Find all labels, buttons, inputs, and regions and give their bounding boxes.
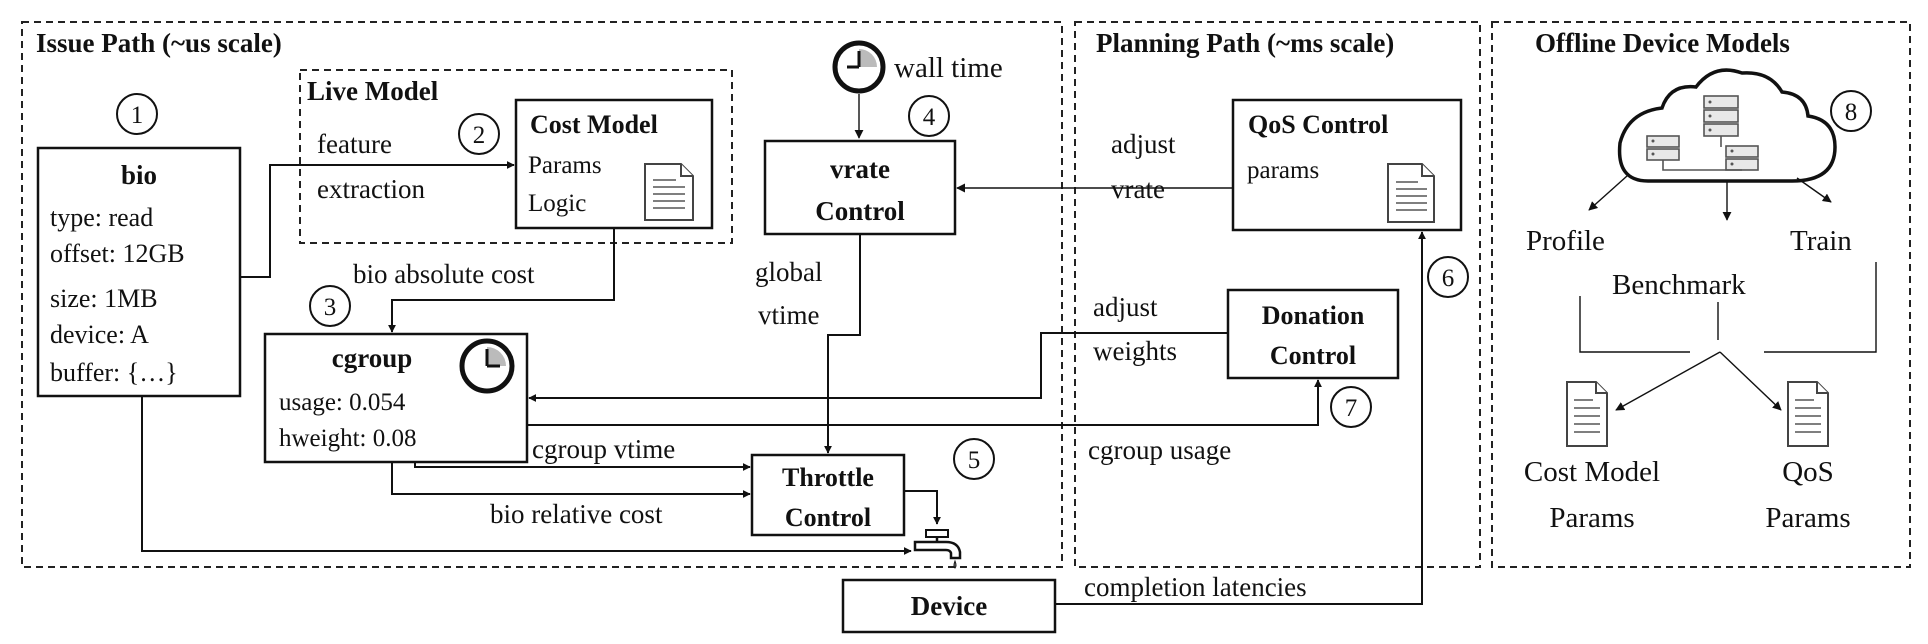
merge-to-qos-params-arrow xyxy=(1719,351,1782,411)
svg-text:3: 3 xyxy=(324,294,337,321)
adjust-weights-label-2: weights xyxy=(1093,336,1177,366)
bio-relative-cost-label: bio relative cost xyxy=(490,499,663,529)
step-6-marker: 6 xyxy=(1427,256,1469,298)
merge-to-cost-params-arrow xyxy=(1615,351,1721,411)
qos-params-label-2: Params xyxy=(1765,502,1850,534)
merge-lines xyxy=(1579,262,1877,353)
clock-icon xyxy=(832,40,886,94)
profile-label: Profile xyxy=(1526,225,1605,257)
donation-control-line1: Donation xyxy=(1262,301,1365,330)
step-5-marker: 5 xyxy=(953,438,995,480)
device-box: Device xyxy=(841,578,1057,634)
cgroup-usage: usage: 0.054 xyxy=(279,389,406,416)
cloud-to-profile-arrow xyxy=(1588,175,1628,211)
svg-text:1: 1 xyxy=(131,102,144,129)
adjust-weights-label-1: adjust xyxy=(1093,292,1158,322)
step-4-marker: 4 xyxy=(908,95,950,137)
cgroup-hweight: hweight: 0.08 xyxy=(279,425,417,452)
svg-text:4: 4 xyxy=(923,104,936,131)
vrate-control-line1: vrate xyxy=(830,154,890,184)
qos-control-title: QoS Control xyxy=(1248,110,1388,139)
bio-field-size: size: 1MB xyxy=(50,284,158,313)
cloud-server-icon xyxy=(1617,68,1837,183)
completion-latencies-label: completion latencies xyxy=(1084,572,1307,602)
qos-params-label-1: QoS xyxy=(1782,456,1834,488)
bio-to-cost-model-arrow xyxy=(240,161,515,278)
issue-path-frame xyxy=(21,21,1063,568)
document-icon xyxy=(644,163,694,221)
bio-field-offset: offset: 12GB xyxy=(50,239,185,268)
issue-path-title: Issue Path (~us scale) xyxy=(36,28,282,58)
cgroup-vtime-label: cgroup vtime xyxy=(532,434,675,464)
planning-path-title: Planning Path (~ms scale) xyxy=(1096,28,1394,58)
cgroup-title: cgroup xyxy=(332,343,413,373)
live-model-frame xyxy=(299,69,733,244)
device-label: Device xyxy=(911,591,987,621)
wall-time-label: wall time xyxy=(894,52,1003,84)
svg-text:5: 5 xyxy=(968,447,981,474)
adjust-vrate-label-1: adjust xyxy=(1111,129,1176,159)
cost-model-params-label-2: Params xyxy=(1549,502,1634,534)
step-2-marker: 2 xyxy=(458,113,500,155)
cost-model-params: Params xyxy=(528,152,602,179)
benchmark-label: Benchmark xyxy=(1612,269,1746,301)
bio-field-buffer: buffer: {…} xyxy=(50,358,178,387)
cost-model-logic: Logic xyxy=(528,190,586,217)
svg-text:8: 8 xyxy=(1845,99,1858,126)
donation-to-cgroup-arrow xyxy=(528,332,1228,402)
throttle-to-faucet-arrow xyxy=(904,490,941,525)
document-icon xyxy=(1787,381,1829,447)
cloud-to-train-arrow xyxy=(1796,177,1832,203)
throttle-control-line1: Throttle xyxy=(782,463,874,492)
global-vtime-label-1: global xyxy=(755,257,823,287)
vrate-control-box: vrate Control xyxy=(763,139,957,236)
offline-models-frame xyxy=(1491,21,1911,568)
step-3-marker: 3 xyxy=(309,285,351,327)
bio-box: bio type: read offset: 12GB size: 1MB de… xyxy=(36,146,242,398)
document-icon xyxy=(1387,163,1435,223)
cgroup-usage-label: cgroup usage xyxy=(1088,435,1231,465)
planning-path-frame xyxy=(1074,21,1481,568)
svg-text:7: 7 xyxy=(1345,395,1358,422)
step-7-marker: 7 xyxy=(1330,386,1372,428)
step-1-marker: 1 xyxy=(116,93,158,135)
bio-title: bio xyxy=(121,160,157,190)
cost-model-params-label-1: Cost Model xyxy=(1524,456,1660,488)
train-label: Train xyxy=(1790,225,1852,257)
cgroup-vtime-arrow xyxy=(414,462,751,471)
device-to-qos-arrow xyxy=(1055,231,1426,605)
step-8-marker: 8 xyxy=(1830,90,1872,132)
throttle-control-line2: Control xyxy=(785,503,871,532)
live-model-title: Live Model xyxy=(307,76,439,106)
faucet-icon xyxy=(913,529,962,569)
offline-models-title: Offline Device Models xyxy=(1535,28,1790,58)
qos-control-params: params xyxy=(1247,157,1319,184)
cost-model-title: Cost Model xyxy=(530,110,658,139)
bio-field-type: type: read xyxy=(50,203,153,232)
throttle-control-box: Throttle Control xyxy=(750,453,906,537)
cost-model-to-cgroup-arrow xyxy=(388,228,615,333)
svg-text:2: 2 xyxy=(473,122,486,149)
bio-absolute-cost-label: bio absolute cost xyxy=(353,259,535,289)
cgroup-to-donation-arrow xyxy=(527,379,1322,426)
vrate-control-line2: Control xyxy=(815,196,905,226)
bio-to-faucet-arrow xyxy=(141,396,912,555)
feature-extraction-label-2: extraction xyxy=(317,174,425,204)
adjust-vrate-label-2: vrate xyxy=(1111,174,1165,204)
bio-field-device: device: A xyxy=(50,320,149,349)
document-icon xyxy=(1566,381,1608,447)
global-vtime-label-2: vtime xyxy=(758,300,820,330)
donation-control-line2: Control xyxy=(1270,341,1356,370)
donation-control-box: Donation Control xyxy=(1226,288,1400,380)
svg-text:6: 6 xyxy=(1442,265,1455,292)
feature-extraction-label-1: feature xyxy=(317,129,392,159)
vrate-to-throttle-arrow xyxy=(824,234,861,454)
clock-icon xyxy=(459,338,515,394)
bio-relative-cost-arrow xyxy=(391,462,751,498)
